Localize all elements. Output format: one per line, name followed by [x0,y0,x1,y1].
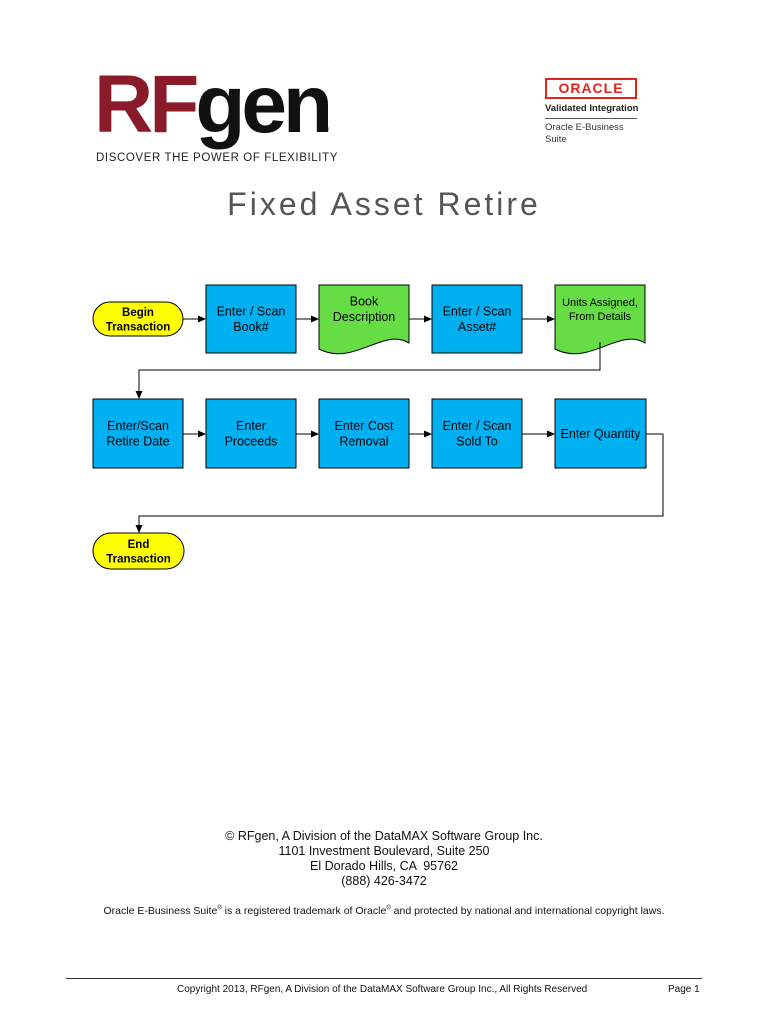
trademark-rest: and protected by national and internatio… [390,905,665,917]
company-info: © RFgen, A Division of the DataMAX Softw… [0,829,768,889]
step-7-process-box [318,398,410,469]
trademark-product: Oracle E-Business Suite [103,905,218,917]
step-5-process-box-label-1: Enter/Scan [107,419,169,433]
end-transaction-terminator-label-2: Transaction [106,553,171,565]
tagline: DISCOVER THE POWER OF FLEXIBILITY [96,152,338,164]
page-number: Page 1 [668,984,700,995]
step-9-process-box-label-1: Enter Quantity [561,427,642,441]
begin-transaction-terminator-label-2: Transaction [106,321,171,333]
step-9-process-box [554,398,647,469]
step-1-process-box-label-1: Enter / Scan [217,305,286,319]
address-line-2: El Dorado Hills, CA 95762 [310,859,458,873]
phone-number: (888) 426-3472 [341,874,427,888]
trademark-notice: Oracle E-Business Suite® is a registered… [0,905,768,917]
step-2-document-shape-label-1: Book [350,295,379,309]
step-2-document-shape-label-2: Description [333,310,396,324]
trademark-owner: is a registered trademark of Oracle [221,905,387,917]
step-7-process-box-label-2: Removal [339,435,388,449]
step-6-process-box-label-2: Proceeds [225,435,278,449]
registered-mark-1: ® [217,905,222,912]
company-name: RFgen, A Division of the DataMAX Softwar… [237,829,543,843]
registered-mark-2: ® [386,905,391,912]
company-line: © RFgen, A Division of the DataMAX Softw… [0,829,768,844]
step-5-process-box-label-2: Retire Date [106,435,169,449]
step-8-process-box [431,398,523,469]
end-transaction-terminator-label-1: End [128,539,150,551]
step-3-process-box-label-1: Enter / Scan [443,305,512,319]
step-4-document-shape-label-2: From Details [569,311,632,323]
end-transaction-terminator [92,532,185,570]
step-8-process-box-label-1: Enter / Scan [443,419,512,433]
footer-divider [66,978,702,979]
step-2-document-shape [318,284,410,355]
oracle-divider [545,118,637,119]
step-3-process-box [431,284,523,354]
address-line-1: 1101 Investment Boulevard, Suite 250 [278,844,490,858]
step-1-process-box-label-2: Book# [233,320,268,334]
rfgen-logo-text: RFgen [94,60,329,150]
step-1-process-box [205,284,297,354]
step-3-process-box-label-2: Asset# [458,320,496,334]
arrow-step-9-to-end [135,433,664,533]
oracle-suite-text: Oracle E-Business Suite [545,122,624,145]
rfgen-logo: RFgen ® [94,60,333,150]
step-4-document-shape [554,284,646,355]
arrow-row1-to-row2 [135,342,601,399]
begin-transaction-terminator-label-1: Begin [122,307,154,319]
step-7-process-box-label-1: Enter Cost [334,419,394,433]
step-6-process-box-label-1: Enter [236,419,266,433]
step-5-process-box [92,398,184,469]
copyright-symbol: © [225,829,235,843]
oracle-validated-badge: ORACLE Validated Integration Oracle E-Bu… [545,78,645,150]
oracle-logo: ORACLE [545,78,637,99]
step-6-process-box [205,398,297,469]
oracle-validated-text: Validated Integration [545,103,639,114]
copyright-line: Copyright 2013, RFgen, A Division of the… [177,984,588,995]
step-4-document-shape-label-1: Units Assigned, [562,297,638,309]
step-8-process-box-label-2: Sold To [456,435,498,449]
page-title: Fixed Asset Retire [227,186,541,222]
registered-mark: ® [324,126,330,134]
